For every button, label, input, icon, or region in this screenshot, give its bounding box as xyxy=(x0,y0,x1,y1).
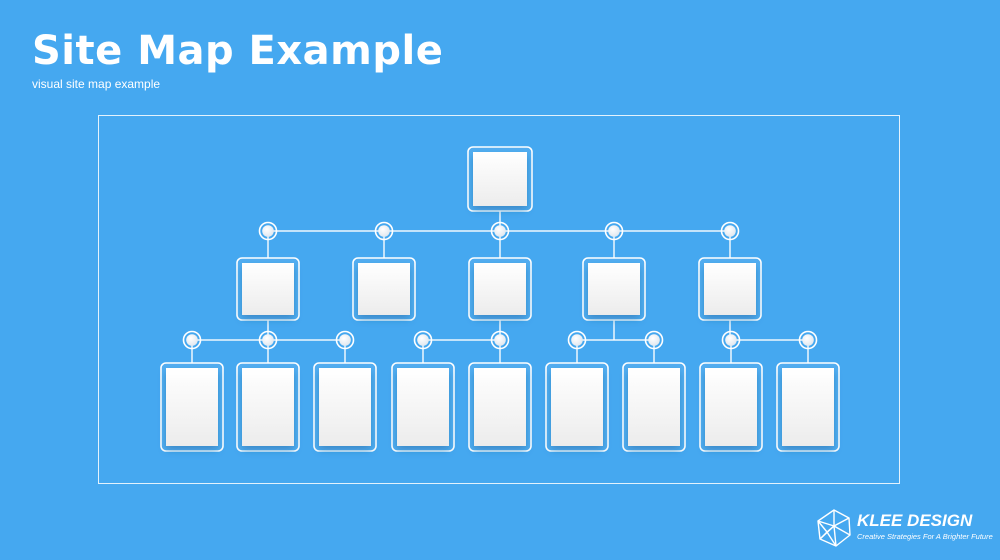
polyhedron-icon xyxy=(817,509,851,547)
connector-node xyxy=(490,330,510,350)
level1-page-card xyxy=(582,257,646,321)
connector-node xyxy=(721,330,741,350)
diagram-frame xyxy=(98,115,900,484)
level1-page-card xyxy=(352,257,416,321)
level2-page-card xyxy=(699,362,763,452)
level1-page-card xyxy=(698,257,762,321)
connector-node xyxy=(720,221,740,241)
root-page-card xyxy=(467,146,533,212)
connector-node xyxy=(182,330,202,350)
level2-page-card xyxy=(160,362,224,452)
connector-node xyxy=(644,330,664,350)
connector-node xyxy=(490,221,510,241)
brand-logo: KLEE DESIGN Creative Strategies For A Br… xyxy=(815,508,993,548)
page-subtitle: visual site map example xyxy=(32,77,161,91)
level1-page-card xyxy=(468,257,532,321)
connector-node xyxy=(374,221,394,241)
level2-page-card xyxy=(236,362,300,452)
connector-node xyxy=(604,221,624,241)
brand-name: KLEE DESIGN xyxy=(857,511,973,530)
level2-page-card xyxy=(468,362,532,452)
brand-tagline: Creative Strategies For A Brighter Futur… xyxy=(857,532,993,541)
connector-node xyxy=(413,330,433,350)
level2-page-card xyxy=(391,362,455,452)
connector-node xyxy=(258,221,278,241)
level1-page-card xyxy=(236,257,300,321)
level2-page-card xyxy=(545,362,609,452)
connector-node xyxy=(335,330,355,350)
connector-node xyxy=(567,330,587,350)
level2-page-card xyxy=(313,362,377,452)
connector-nodes xyxy=(182,221,818,350)
level2-page-card xyxy=(776,362,840,452)
connector-node xyxy=(258,330,278,350)
page-title: Site Map Example xyxy=(32,28,444,74)
connector-node xyxy=(798,330,818,350)
page-cards xyxy=(160,146,840,452)
level2-page-card xyxy=(622,362,686,452)
